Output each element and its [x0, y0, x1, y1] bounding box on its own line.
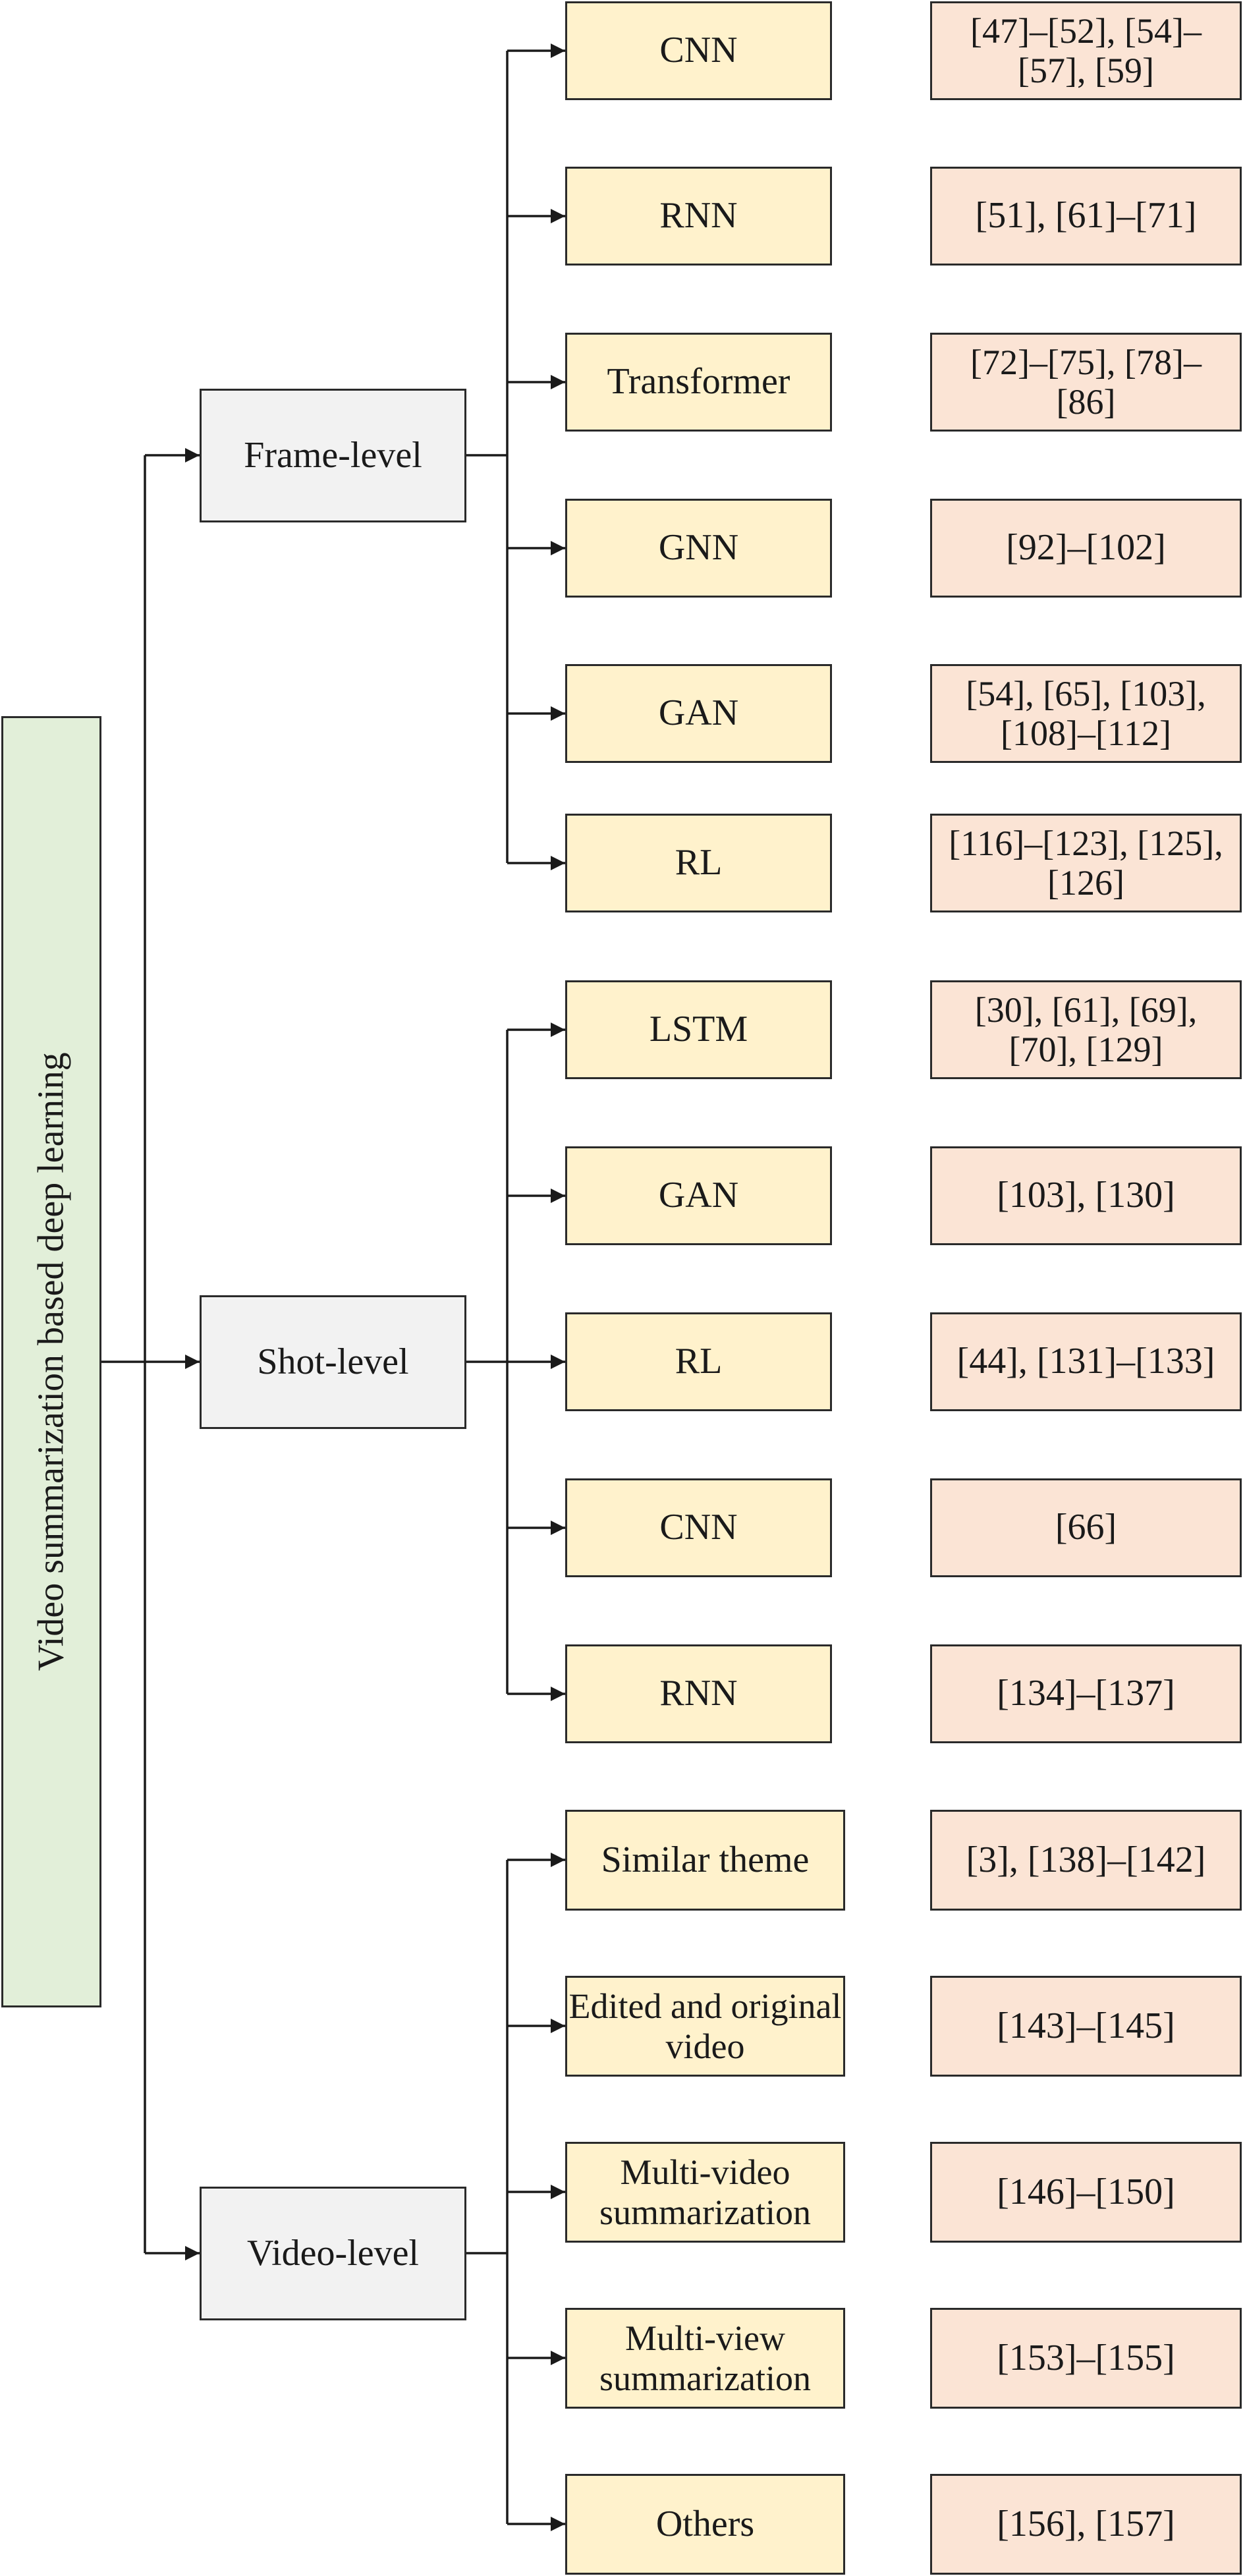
- method-node: Others: [565, 2474, 845, 2575]
- reference-node: [30], [61], [69], [70], [129]: [930, 980, 1242, 1079]
- reference-node: [44], [131]–[133]: [930, 1312, 1242, 1411]
- method-node: CNN: [565, 1, 832, 100]
- method-node: Similar theme: [565, 1810, 845, 1911]
- level-label: Frame-level: [244, 434, 422, 476]
- method-node: RL: [565, 1312, 832, 1411]
- reference-node: [143]–[145]: [930, 1976, 1242, 2077]
- method-node: CNN: [565, 1478, 832, 1577]
- reference-node: [116]–[123], [125], [126]: [930, 814, 1242, 912]
- method-node: Multi-video summarization: [565, 2142, 845, 2243]
- root-node: Video summarization based deep learning: [1, 716, 101, 2007]
- reference-node: [156], [157]: [930, 2474, 1242, 2575]
- reference-node: [51], [61]–[71]: [930, 167, 1242, 266]
- method-node: Edited and original video: [565, 1976, 845, 2077]
- method-node: RL: [565, 814, 832, 912]
- reference-node: [72]–[75], [78]– [86]: [930, 333, 1242, 432]
- reference-node: [146]–[150]: [930, 2142, 1242, 2243]
- level-shot: Shot-level: [200, 1295, 466, 1429]
- method-node: RNN: [565, 1644, 832, 1743]
- reference-node: [153]–[155]: [930, 2308, 1242, 2409]
- level-video: Video-level: [200, 2187, 466, 2320]
- level-label: Video-level: [247, 2232, 419, 2274]
- method-node: LSTM: [565, 980, 832, 1079]
- method-node: GNN: [565, 499, 832, 598]
- method-node: GAN: [565, 664, 832, 763]
- reference-node: [54], [65], [103], [108]–[112]: [930, 664, 1242, 763]
- reference-node: [103], [130]: [930, 1146, 1242, 1245]
- reference-node: [134]–[137]: [930, 1644, 1242, 1743]
- root-label: Video summarization based deep learning: [30, 1052, 72, 1671]
- method-node: Multi-view summarization: [565, 2308, 845, 2409]
- reference-node: [66]: [930, 1478, 1242, 1577]
- method-node: RNN: [565, 167, 832, 266]
- reference-node: [92]–[102]: [930, 499, 1242, 598]
- reference-node: [3], [138]–[142]: [930, 1810, 1242, 1911]
- method-node: GAN: [565, 1146, 832, 1245]
- level-label: Shot-level: [257, 1341, 409, 1382]
- reference-node: [47]–[52], [54]– [57], [59]: [930, 1, 1242, 100]
- level-frame: Frame-level: [200, 389, 466, 522]
- method-node: Transformer: [565, 333, 832, 432]
